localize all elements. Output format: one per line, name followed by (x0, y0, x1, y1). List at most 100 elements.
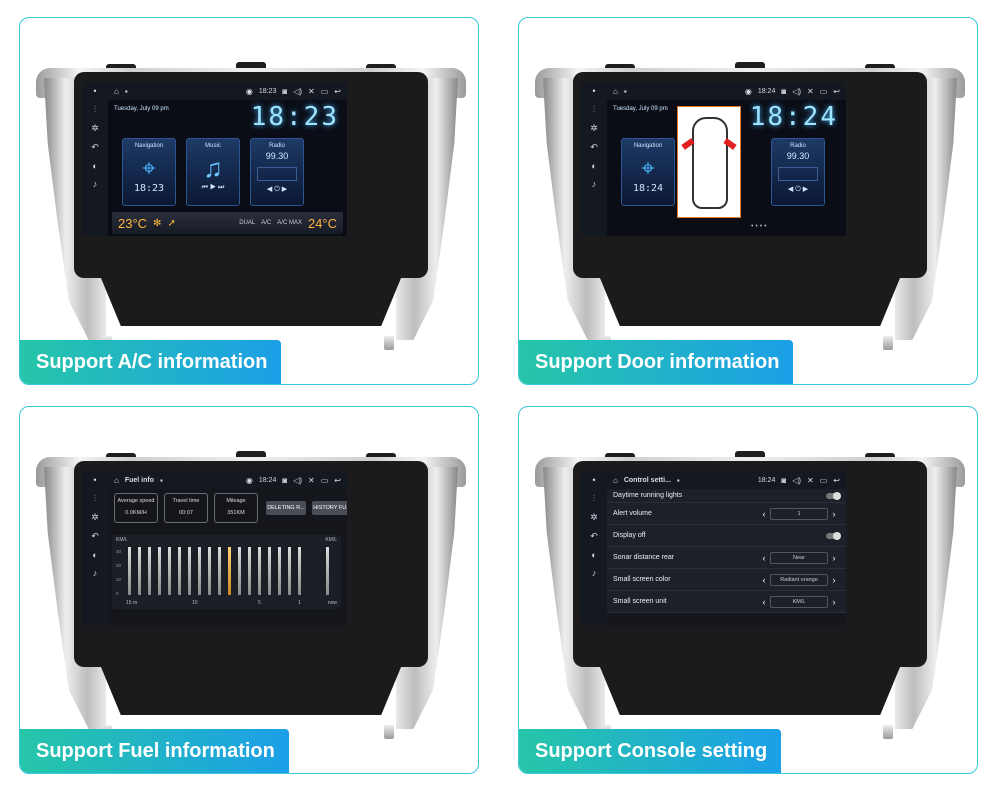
feature-label: Support Fuel information (20, 729, 289, 773)
mount-pin (384, 725, 394, 739)
chevron-left-icon[interactable]: ‹ (762, 574, 766, 585)
close-icon[interactable]: ✕ (807, 86, 814, 96)
stat-label: Average speed (117, 498, 155, 504)
setting-row-daytime-lights[interactable]: Daytime running lights (607, 489, 846, 503)
tile-title: Music (205, 143, 221, 149)
contrast-icon[interactable]: ◐ (92, 161, 98, 171)
setting-label: Daytime running lights (613, 492, 683, 499)
chevron-right-icon[interactable]: › (832, 574, 836, 585)
settings-icon[interactable]: ✲ (91, 512, 99, 522)
date-label: Tuesday, July 09 pm (114, 106, 169, 112)
return-icon[interactable]: ↩ (334, 475, 341, 485)
media-controls[interactable]: ⏮ ▶ ⏭ (201, 184, 225, 191)
chevron-left-icon[interactable]: ‹ (762, 596, 766, 607)
mic-icon[interactable]: ♪ (92, 568, 98, 578)
recent-apps-icon[interactable]: ▭ (320, 475, 329, 485)
chevron-right-icon[interactable]: › (832, 596, 836, 607)
volume-icon[interactable]: ◁) (792, 86, 802, 96)
back-icon[interactable]: ↶ (590, 142, 598, 152)
equalizer-icon[interactable]: ⫶ (592, 104, 596, 114)
tile-sub: 18:23 (133, 183, 165, 194)
settings-icon[interactable]: ✲ (590, 512, 598, 522)
camera-icon[interactable]: ◙ (781, 86, 787, 96)
settings-icon[interactable]: ✲ (590, 123, 598, 133)
recent-apps-icon[interactable]: ▭ (819, 475, 828, 485)
deleting-records-button[interactable]: DELETING R... (266, 501, 306, 515)
radio-controls[interactable]: ◀ ⏻ ▶ (787, 186, 809, 193)
right-temp: 24°C (307, 215, 337, 231)
recent-apps-icon[interactable]: ▭ (819, 86, 828, 96)
recent-apps-icon[interactable]: ▭ (320, 86, 329, 96)
graph-ytick: 30 (116, 549, 122, 554)
chevron-left-icon[interactable]: ‹ (762, 552, 766, 563)
fuel-bar (258, 547, 261, 595)
side-nav: • ⫶ ✲ ↶ ◐ ♪ (581, 471, 607, 625)
home-icon[interactable]: ⌂ (114, 86, 119, 96)
camera-icon[interactable]: ◙ (282, 475, 288, 485)
graph-xtick: 10 (192, 600, 198, 606)
fuel-bar (278, 547, 281, 595)
back-icon[interactable]: ↶ (91, 531, 99, 541)
mic-icon[interactable]: ♪ (591, 568, 597, 578)
music-tile[interactable]: Music ♫ ⏮ ▶ ⏭ (186, 138, 240, 206)
status-bar: ⌂ ▪ ◉ 18:23 ◙ ◁) ✕ ▭ ↩ (108, 82, 347, 100)
notification-icon: ▪ (623, 86, 627, 96)
average-speed-box: Average speed 0.0KM/H (114, 493, 158, 523)
close-icon[interactable]: ✕ (308, 475, 315, 485)
radio-tile[interactable]: Radio 99.30 ◀ ⏻ ▶ (771, 138, 825, 206)
navigation-tile[interactable]: Navigation ⌖ 18:23 (122, 138, 176, 206)
radio-frequency: 99.30 (786, 151, 810, 161)
panel-console: • ⫶ ✲ ↶ ◐ ♪ ⌂ Control setti... ▪ 18:24 ◙… (518, 406, 978, 774)
chevron-left-icon[interactable]: ‹ (762, 508, 766, 519)
home-icon[interactable]: ⌂ (613, 475, 618, 485)
return-icon[interactable]: ↩ (833, 475, 840, 485)
close-icon[interactable]: ✕ (807, 475, 814, 485)
stat-label: Mileage (226, 498, 246, 504)
stat-label: Travel time (172, 498, 200, 504)
digital-clock: 18:24 (749, 102, 838, 132)
equalizer-icon[interactable]: ⫶ (93, 104, 97, 114)
app-title: Control setti... (623, 476, 671, 484)
contrast-icon[interactable]: ◐ (591, 161, 597, 171)
head-unit: • ⫶ ✲ ↶ ◐ ♪ ⌂ Control setti... ▪ 18:24 ◙… (535, 445, 965, 745)
fuel-bar (198, 547, 201, 595)
head-unit: • ⫶ ✲ ↶ ◐ ♪ ⌂ ▪ ◉ 18:23 ◙ ◁) ✕ ▭ ↩ Tuesd… (36, 56, 466, 356)
volume-icon[interactable]: ◁) (293, 475, 303, 485)
feature-label: Support Door information (519, 340, 794, 384)
setting-row-display-off[interactable]: Display off (607, 525, 846, 547)
chevron-right-icon[interactable]: › (832, 508, 836, 519)
navigation-tile[interactable]: Navigation ⌖ 18:24 (621, 138, 675, 206)
back-icon[interactable]: ↶ (91, 142, 99, 152)
equalizer-icon[interactable]: ⫶ (592, 493, 596, 503)
back-icon[interactable]: ↶ (590, 531, 598, 541)
mic-icon[interactable]: ♪ (92, 179, 98, 189)
contrast-icon[interactable]: ◐ (591, 550, 597, 560)
radio-tile[interactable]: Radio 99.30 ◀ ⏻ ▶ (250, 138, 304, 206)
graph-ylabel-left: KM/L (116, 537, 128, 543)
volume-icon[interactable]: ◁) (792, 475, 802, 485)
graph-ytick: 10 (116, 577, 122, 582)
display-off-toggle[interactable] (826, 531, 841, 540)
return-icon[interactable]: ↩ (334, 86, 341, 96)
history-fuel-button[interactable]: HISTORY FU... (312, 501, 347, 515)
home-icon[interactable]: ⌂ (613, 86, 618, 96)
side-nav: • ⫶ ✲ ↶ ◐ ♪ (581, 82, 607, 236)
mount-pin (384, 336, 394, 350)
close-icon[interactable]: ✕ (308, 86, 315, 96)
contrast-icon[interactable]: ◐ (92, 550, 98, 560)
equalizer-icon[interactable]: ⫶ (93, 493, 97, 503)
mic-icon[interactable]: ♪ (591, 179, 597, 189)
volume-icon[interactable]: ◁) (293, 86, 303, 96)
camera-icon[interactable]: ◙ (282, 86, 288, 96)
chevron-right-icon[interactable]: › (832, 552, 836, 563)
daytime-lights-toggle[interactable] (826, 491, 841, 500)
unit-lower (595, 266, 905, 326)
settings-icon[interactable]: ✲ (91, 123, 99, 133)
radio-frequency: 99.30 (265, 151, 289, 161)
radio-controls[interactable]: ◀ ⏻ ▶ (266, 186, 288, 193)
home-icon[interactable]: ⌂ (114, 475, 119, 485)
graph-ytick: 0 (116, 591, 119, 596)
ac-label: A/C (261, 220, 272, 226)
camera-icon[interactable]: ◙ (781, 475, 787, 485)
return-icon[interactable]: ↩ (833, 86, 840, 96)
